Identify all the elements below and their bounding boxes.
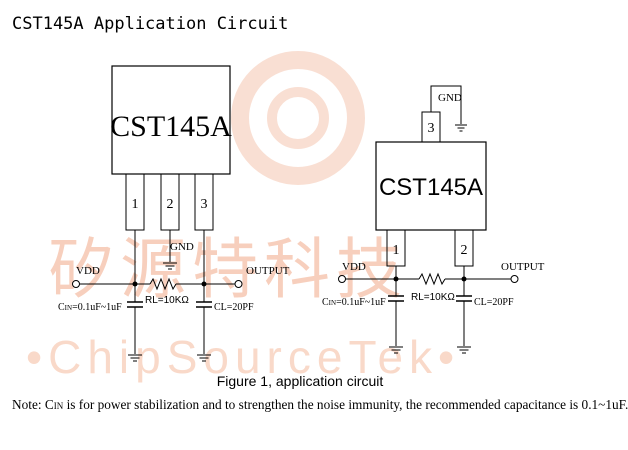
left-output-label: OUTPUT — [246, 265, 290, 277]
right-cin-gnd-icon — [389, 346, 403, 354]
left-pin-2-label: 2 — [167, 197, 174, 212]
right-chip-body — [375, 141, 487, 231]
left-gnd-label: GND — [170, 241, 194, 253]
right-cin-label: CIN=0.1uF~1uF — [322, 297, 386, 308]
left-pin-1-label: 1 — [132, 197, 139, 212]
left-cl-gnd-icon — [197, 354, 211, 362]
note-prefix: Note: C — [12, 397, 54, 412]
right-chip-label: CST145A — [379, 174, 483, 201]
note-subscript: IN — [53, 401, 64, 411]
right-gnd-label: GND — [438, 92, 462, 104]
page: 矽源特科技 •ChipSourceTek• CST145A Applicatio… — [12, 14, 628, 412]
left-chip-label: CST145A — [110, 110, 232, 143]
right-resistor-icon — [418, 272, 446, 286]
right-circuit: GND 3 CST145A 1 2 VDD — [322, 85, 545, 354]
right-rl-label: RL=10KΩ — [411, 292, 455, 303]
right-vdd-label: VDD — [342, 261, 366, 273]
left-vdd-terminal — [72, 280, 80, 288]
right-cl-gnd-icon — [457, 346, 471, 354]
left-cin-gnd-icon — [128, 354, 142, 362]
note-body: is for power stabilization and to streng… — [63, 397, 628, 412]
right-pin-3-label: 3 — [428, 121, 435, 136]
left-rl-label: RL=10KΩ — [145, 295, 189, 306]
right-output-label: OUTPUT — [501, 261, 545, 273]
right-top-gnd-icon — [455, 124, 467, 132]
right-pin-1-label: 1 — [393, 243, 400, 258]
left-circuit: CST145A 1 2 3 GND — [58, 65, 290, 362]
right-output-terminal — [510, 275, 519, 283]
right-cl-label: CL=20PF — [474, 297, 514, 308]
left-resistor-icon — [149, 277, 177, 291]
right-pin-2-label: 2 — [461, 243, 468, 258]
left-cin-label: CIN=0.1uF~1uF — [58, 302, 122, 313]
left-gnd-icon — [163, 262, 177, 270]
left-vdd-label: VDD — [76, 265, 100, 277]
left-pin-3-label: 3 — [201, 197, 208, 212]
note-text: Note: CIN is for power stabilization and… — [12, 397, 628, 413]
left-output-terminal — [234, 280, 243, 288]
left-cl-label: CL=20PF — [214, 302, 254, 313]
right-vdd-terminal — [338, 275, 346, 283]
figure-caption: Figure 1, application circuit — [216, 373, 384, 389]
circuit-diagrams: CST145A 1 2 3 GND — [58, 65, 545, 362]
page-title: CST145A Application Circuit — [12, 14, 289, 34]
